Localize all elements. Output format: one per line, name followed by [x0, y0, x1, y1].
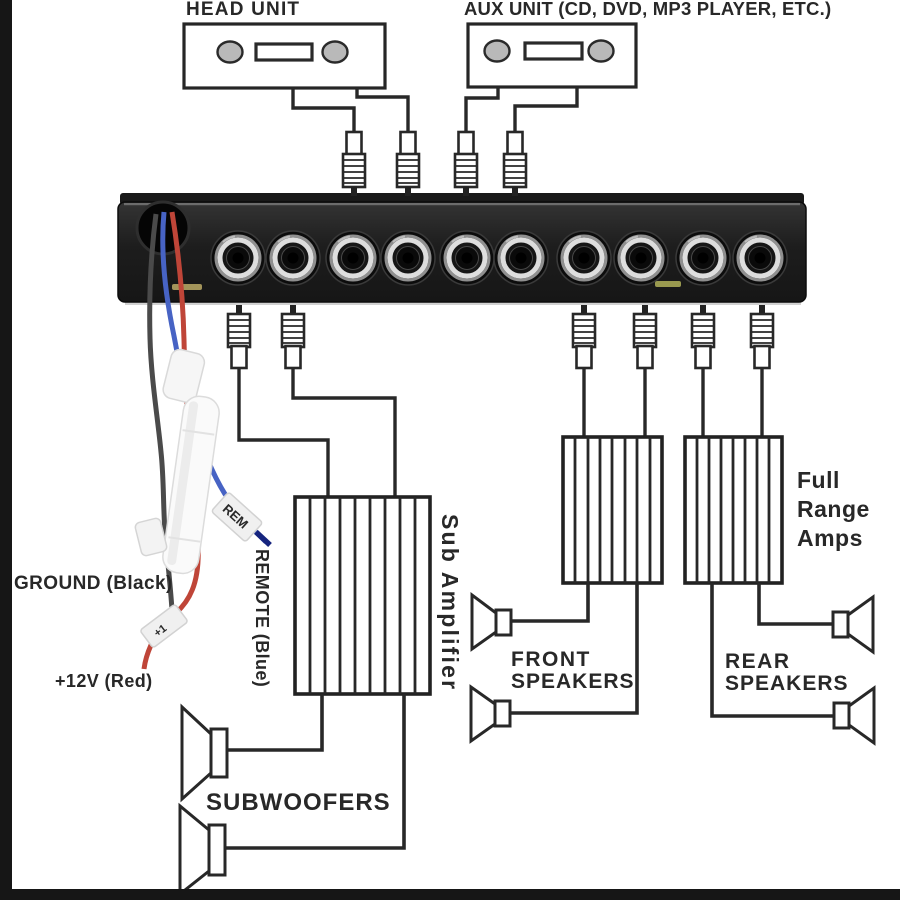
rear-speakers-label-2: SPEAKERS: [725, 672, 849, 695]
rca-jack-icon: [557, 231, 611, 285]
subwoofers-label: SUBWOOFERS: [206, 789, 391, 816]
left-frame-bar: [0, 0, 12, 900]
full-range-amps-label-3: Amps: [797, 525, 863, 551]
rca-plug-icon: [690, 303, 716, 370]
sub-amplifier-label: Sub Amplifier: [437, 514, 463, 691]
front-speakers: [469, 592, 513, 744]
rca-plug-icon: [502, 130, 528, 198]
speaker-icon: [847, 685, 876, 746]
rear-speakers-label-1: REAR: [725, 650, 791, 673]
rca-jack-icon: [211, 231, 265, 285]
rca-jack-icon: [676, 231, 730, 285]
amp-fins: [695, 437, 771, 583]
rca-jack-icon: [733, 231, 787, 285]
rca-plug-icon: [226, 303, 252, 370]
knob-icon: [321, 40, 349, 64]
rca-plug-icon: [571, 303, 597, 370]
speaker-magnet-icon: [831, 610, 850, 639]
rca-plug-icon: [395, 130, 421, 198]
rca-jack-icon: [381, 231, 435, 285]
rca-plug-icon: [280, 303, 306, 370]
knob-icon: [587, 39, 615, 63]
equalizer-unit: [117, 193, 807, 305]
speaker-icon: [470, 592, 498, 652]
bottom-frame-bar: [0, 889, 900, 900]
rear-speakers: [831, 594, 876, 746]
head-unit-label: HEAD UNIT: [186, 0, 300, 20]
wire-clip-icon: [134, 517, 168, 557]
rca-jack-icon: [326, 231, 380, 285]
full-range-amp-rear: [683, 435, 784, 585]
rca-jack-icon: [494, 231, 548, 285]
full-range-amp-front: [561, 435, 664, 585]
rca-plug-icon: [453, 130, 479, 198]
speaker-magnet-icon: [832, 701, 851, 730]
rca-plug-icon: [749, 303, 775, 370]
speaker-magnet-icon: [493, 699, 512, 728]
output-signal-wires: [237, 368, 764, 498]
speaker-icon: [846, 594, 875, 655]
gold-mark: [172, 284, 202, 290]
rca-jack-icon: [266, 231, 320, 285]
gold-mark: [655, 281, 681, 287]
amp-fins: [308, 497, 417, 694]
equalizer-highlight: [124, 203, 800, 206]
sub-amplifier: [293, 495, 432, 696]
disc-slot-icon: [254, 42, 314, 62]
knob-icon: [216, 40, 244, 64]
fuse-tag: +1: [140, 604, 188, 648]
speaker-magnet-icon: [209, 727, 229, 779]
head-unit: [182, 22, 387, 90]
rca-plug-icon: [341, 130, 367, 198]
full-range-amps-label-2: Range: [797, 496, 870, 522]
sub-amplifier-box: [293, 495, 432, 696]
subwoofers: [178, 703, 229, 898]
aux-unit: [466, 22, 638, 89]
speaker-wires: [225, 583, 834, 850]
subwoofer-icon: [178, 802, 211, 898]
subwoofer-icon: [180, 703, 213, 803]
input-signal-wires: [291, 87, 579, 134]
power-label: +12V (Red): [55, 671, 153, 691]
speaker-magnet-icon: [494, 608, 513, 637]
amp-fins: [573, 437, 652, 583]
input-plugs: [341, 130, 528, 198]
speaker-magnet-icon: [207, 823, 227, 877]
fuse-holder-icon: [162, 348, 220, 575]
aux-unit-label: AUX UNIT (CD, DVD, MP3 PLAYER, ETC.): [464, 0, 831, 19]
remote-label: REMOTE (Blue): [252, 549, 272, 687]
rca-jack-icon: [614, 231, 668, 285]
disc-slot-icon: [523, 41, 584, 61]
front-speakers-label-2: SPEAKERS: [511, 670, 635, 693]
power-harness: REM +1: [134, 211, 272, 670]
full-range-amps-label-1: Full: [797, 467, 840, 493]
output-plugs: [226, 303, 775, 370]
ground-label: GROUND (Black): [14, 573, 173, 594]
speaker-icon: [469, 684, 497, 744]
front-speakers-label-1: FRONT: [511, 648, 591, 671]
knob-icon: [483, 39, 511, 63]
rca-plug-icon: [632, 303, 658, 370]
rca-jack-icon: [440, 231, 494, 285]
remote-wire-tip: [254, 529, 272, 548]
